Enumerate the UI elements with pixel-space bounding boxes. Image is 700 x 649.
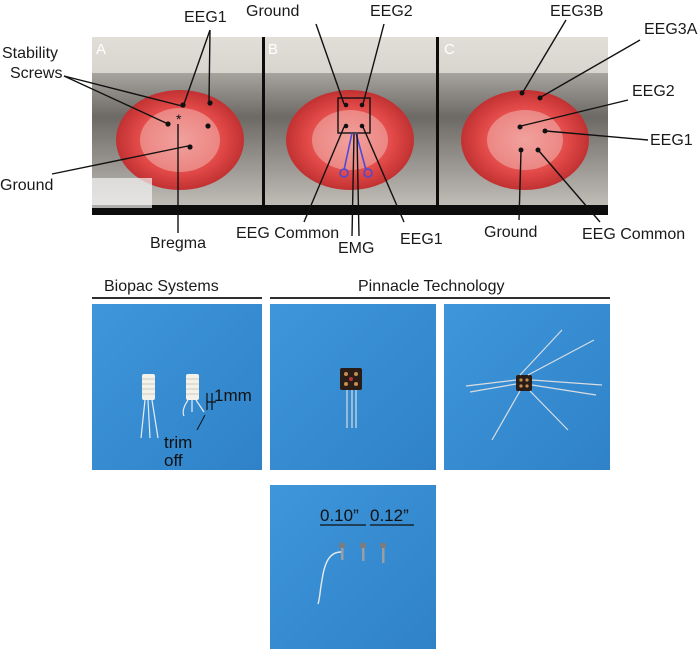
label-screw-012: 0.12” bbox=[370, 506, 409, 525]
label-screw-010: 0.10” bbox=[320, 506, 359, 525]
measure-bracket bbox=[206, 393, 216, 410]
label-screws: Screws bbox=[10, 65, 62, 82]
bregma-asterisk: * bbox=[176, 111, 182, 127]
label-stability: Stability bbox=[2, 45, 58, 62]
screw-wire bbox=[317, 551, 342, 605]
headmount-box bbox=[337, 97, 371, 134]
label-eeg1-b: EEG1 bbox=[400, 231, 443, 248]
photo-screws: 0.10” 0.12” bbox=[270, 485, 436, 649]
emg-wire bbox=[343, 132, 353, 171]
label-bregma: Bregma bbox=[150, 235, 206, 252]
screw-marker bbox=[187, 144, 193, 150]
label-eeg2-c: EEG2 bbox=[632, 83, 675, 100]
photo-pinnacle-headmount bbox=[270, 304, 436, 470]
label-eeg3b: EEG3B bbox=[550, 3, 603, 20]
photo-biopac: 1mm trim off bbox=[92, 304, 262, 470]
panel-a: A * EEG1 Stability Screws Ground Bregma bbox=[0, 9, 262, 252]
panel-c-letter: C bbox=[444, 41, 455, 58]
label-trim: trim bbox=[164, 433, 192, 452]
screw-marker bbox=[165, 121, 171, 127]
panel-a-letter: A bbox=[96, 41, 106, 58]
label-emg: EMG bbox=[338, 240, 374, 257]
label-eeg-common-b: EEG Common bbox=[236, 225, 339, 242]
label-ground-b: Ground bbox=[246, 3, 299, 20]
panel-b: B Ground EEG2 EEG Common EMG EEG1 bbox=[236, 3, 443, 257]
section-biopac: Biopac Systems bbox=[104, 278, 219, 295]
panel-b-letter: B bbox=[268, 41, 278, 58]
label-off: off bbox=[164, 451, 183, 470]
photo-pinnacle-wires bbox=[444, 304, 610, 470]
label-ground-c: Ground bbox=[484, 224, 537, 241]
label-ground-a: Ground bbox=[0, 177, 53, 194]
label-eeg3a: EEG3A bbox=[644, 21, 698, 38]
label-eeg2-b: EEG2 bbox=[370, 3, 413, 20]
label-eeg1-a: EEG1 bbox=[184, 9, 227, 26]
label-1mm: 1mm bbox=[214, 386, 252, 405]
screw-marker bbox=[205, 123, 211, 129]
label-eeg-common-c: EEG Common bbox=[582, 226, 685, 243]
screw-marker bbox=[207, 100, 213, 106]
panel-c: C EEG3B EEG3A EEG2 EEG1 Ground EEG Commo… bbox=[436, 3, 698, 243]
section-pinnacle: Pinnacle Technology bbox=[358, 278, 504, 295]
label-eeg1-c: EEG1 bbox=[650, 132, 693, 149]
